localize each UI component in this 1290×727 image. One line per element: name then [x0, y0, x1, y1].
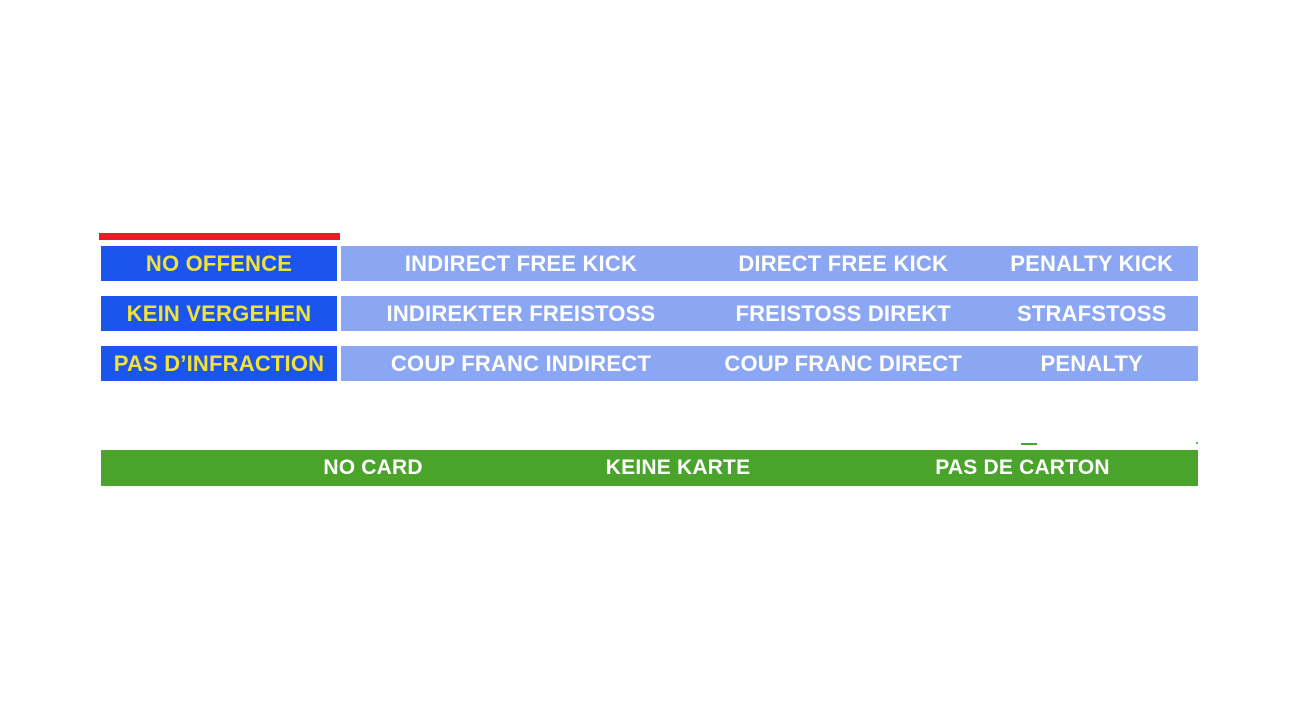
option-no-offence[interactable]: NO OFFENCE	[101, 246, 337, 281]
decision-row-german: KEIN VERGEHEN INDIREKTER FREISTOSS FREIS…	[101, 296, 1198, 331]
option-indirect-free-kick[interactable]: INDIRECT FREE KICK	[404, 251, 638, 276]
option-indirekter-freistoss[interactable]: INDIREKTER FREISTOSS	[386, 301, 656, 326]
options-bar-french: COUP FRANC INDIRECT COUP FRANC DIRECT PE…	[341, 346, 1198, 381]
selected-answer-indicator	[99, 233, 340, 240]
option-coup-franc-indirect[interactable]: COUP FRANC INDIRECT	[390, 351, 651, 376]
option-pas-d-infraction[interactable]: PAS D’INFRACTION	[101, 346, 337, 381]
option-penalty[interactable]: PENALTY	[1040, 351, 1143, 376]
option-kein-vergehen[interactable]: KEIN VERGEHEN	[101, 296, 337, 331]
render-artifact-dot	[1196, 442, 1198, 444]
decision-row-english: NO OFFENCE INDIRECT FREE KICK DIRECT FRE…	[101, 246, 1198, 281]
option-coup-franc-direct[interactable]: COUP FRANC DIRECT	[724, 351, 963, 376]
no-card-label-french[interactable]: PAS DE CARTON	[935, 456, 1110, 479]
option-direct-free-kick[interactable]: DIRECT FREE KICK	[738, 251, 949, 276]
render-artifact-line	[1021, 443, 1037, 445]
option-freistoss-direkt[interactable]: FREISTOSS DIREKT	[735, 301, 951, 326]
option-strafstoss[interactable]: STRAFSTOSS	[1016, 301, 1167, 326]
options-bar-german: INDIREKTER FREISTOSS FREISTOSS DIREKT ST…	[341, 296, 1198, 331]
no-card-label-english[interactable]: NO CARD	[323, 456, 423, 479]
no-card-label-german[interactable]: KEINE KARTE	[605, 456, 751, 479]
options-bar-english: INDIRECT FREE KICK DIRECT FREE KICK PENA…	[341, 246, 1198, 281]
no-card-bar[interactable]: NO CARD KEINE KARTE PAS DE CARTON	[101, 450, 1198, 486]
decision-matrix: NO OFFENCE INDIRECT FREE KICK DIRECT FRE…	[101, 246, 1198, 396]
decision-row-french: PAS D’INFRACTION COUP FRANC INDIRECT COU…	[101, 346, 1198, 381]
option-penalty-kick[interactable]: PENALTY KICK	[1010, 251, 1174, 276]
